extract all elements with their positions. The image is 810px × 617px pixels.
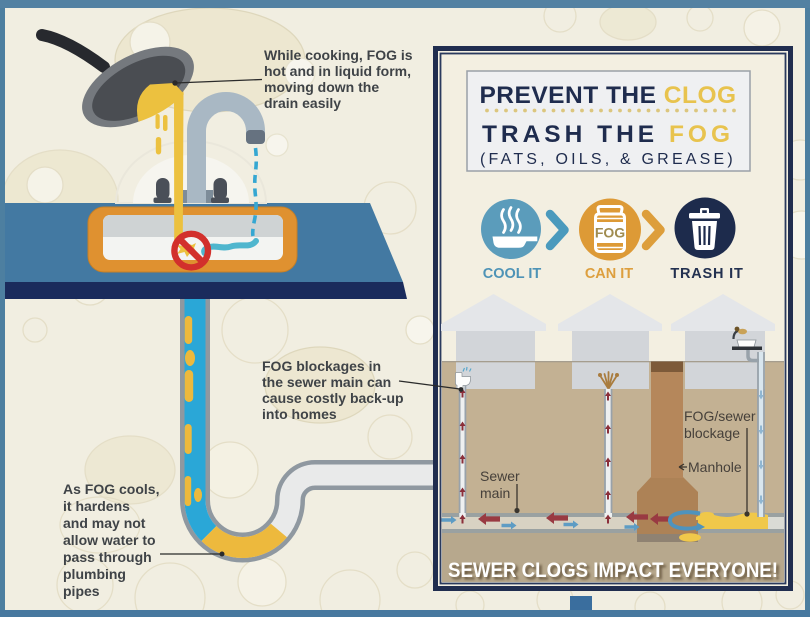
svg-text:(FATS, OILS, & GREASE): (FATS, OILS, & GREASE) [480,151,736,168]
svg-text:FOG: FOG [595,225,625,241]
svg-text:it hardens: it hardens [63,498,130,514]
svg-text:pass through: pass through [63,549,152,565]
svg-text:As FOG cools,: As FOG cools, [63,481,159,497]
svg-text:SEWER CLOGS IMPACT EVERYONE!: SEWER CLOGS IMPACT EVERYONE! [451,561,781,585]
svg-text:SEWER CLOGS IMPACT EVERYONE!: SEWER CLOGS IMPACT EVERYONE! [448,558,778,582]
svg-text:CAN IT: CAN IT [585,266,633,282]
svg-text:Sewer: Sewer [480,468,520,484]
svg-text:hot and in liquid form,: hot and in liquid form, [264,63,411,79]
svg-text:While cooking, FOG is: While cooking, FOG is [264,47,413,63]
svg-text:allow water to: allow water to [63,532,156,548]
svg-text:TRASH IT: TRASH IT [670,266,743,282]
svg-text:PREVENT THE CLOG: PREVENT THE CLOG [479,82,736,109]
svg-text:FOG blockages in: FOG blockages in [262,358,381,374]
svg-text:blockage: blockage [684,425,740,441]
svg-text:into homes: into homes [262,406,337,422]
svg-text:main: main [480,485,510,501]
svg-text:and may not: and may not [63,515,146,531]
svg-text:the sewer main can: the sewer main can [262,374,391,390]
svg-text:TRASH THE FOG: TRASH THE FOG [482,121,734,148]
svg-text:Manhole: Manhole [688,459,742,475]
svg-text:cause costly back-up: cause costly back-up [262,390,404,406]
svg-text:drain easily: drain easily [264,95,341,111]
svg-text:FOG/sewer: FOG/sewer [684,408,756,424]
svg-text:plumbing: plumbing [63,566,126,582]
svg-text:moving down the: moving down the [264,79,379,95]
svg-text:COOL IT: COOL IT [483,266,542,282]
svg-text:pipes: pipes [63,583,100,599]
